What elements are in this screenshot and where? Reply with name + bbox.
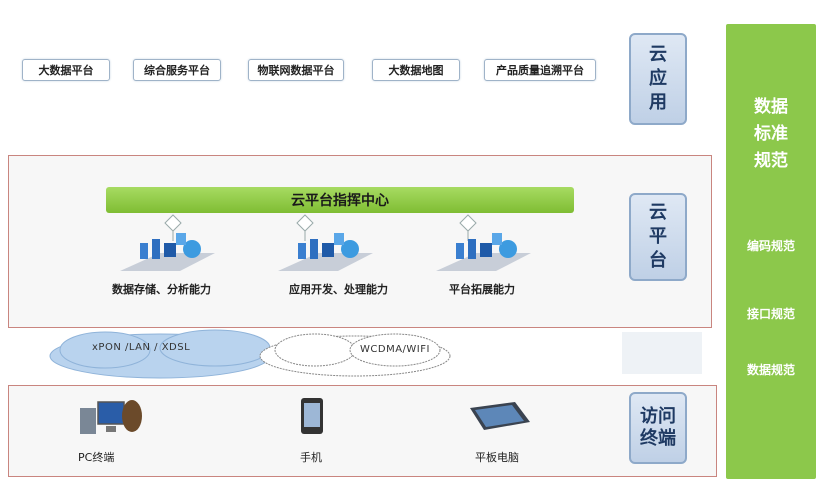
cloud-platform-frame	[8, 155, 712, 328]
server-platform-icon	[120, 233, 215, 271]
phone-icon	[301, 398, 323, 434]
network-clouds	[49, 329, 451, 379]
terminal-tablet-label: 平板电脑	[475, 451, 519, 464]
command-center-bar: 云平台指挥中心	[106, 187, 574, 213]
terminal-phone-label: 手机	[300, 451, 322, 464]
capability-platform-expansion: 平台拓展能力	[449, 283, 515, 296]
standard-encoding: 编码规范	[746, 239, 795, 253]
network-spacer	[622, 332, 702, 374]
terminal-icons	[80, 398, 530, 434]
access-terminal-frame	[8, 385, 717, 477]
standards-column: 数据 标准 规范 编码规范 接口规范 数据规范	[726, 24, 816, 479]
app-chip-traceability-platform: 产品质量追溯平台	[484, 59, 596, 81]
wired-network-label: xPON /LAN / XDSL	[92, 342, 191, 353]
capability-icons	[120, 214, 531, 271]
layer-label-access-terminal: 访问 终端	[629, 392, 687, 464]
standard-interface: 接口规范	[746, 307, 795, 321]
tablet-icon	[470, 402, 530, 430]
pc-terminal-icon	[80, 400, 142, 434]
connector-diamond-icon	[296, 214, 314, 232]
server-platform-icon	[278, 233, 373, 271]
server-platform-icon	[436, 233, 531, 271]
capability-storage-analysis: 数据存储、分析能力	[112, 283, 211, 296]
layer-label-cloud-platform: 云 平 台	[629, 193, 687, 281]
wireless-network-label: WCDMA/WIFI	[360, 344, 430, 355]
standard-data: 数据规范	[746, 363, 795, 377]
wired-cloud-icon	[49, 329, 271, 379]
standards-title: 数据 标准 规范	[754, 97, 788, 171]
capability-dev-processing: 应用开发、处理能力	[289, 283, 388, 296]
app-chip-service-platform: 综合服务平台	[133, 59, 221, 81]
wireless-cloud-icon	[259, 333, 451, 377]
app-chip-iot-data-platform: 物联网数据平台	[248, 59, 344, 81]
connector-diamond-icon	[459, 214, 477, 232]
app-chip-big-data-map: 大数据地图	[372, 59, 460, 81]
layer-label-cloud-app: 云 应 用	[629, 33, 687, 125]
terminal-pc-label: PC终端	[78, 451, 115, 464]
app-chip-big-data-platform: 大数据平台	[22, 59, 110, 81]
connector-diamond-icon	[164, 214, 182, 232]
